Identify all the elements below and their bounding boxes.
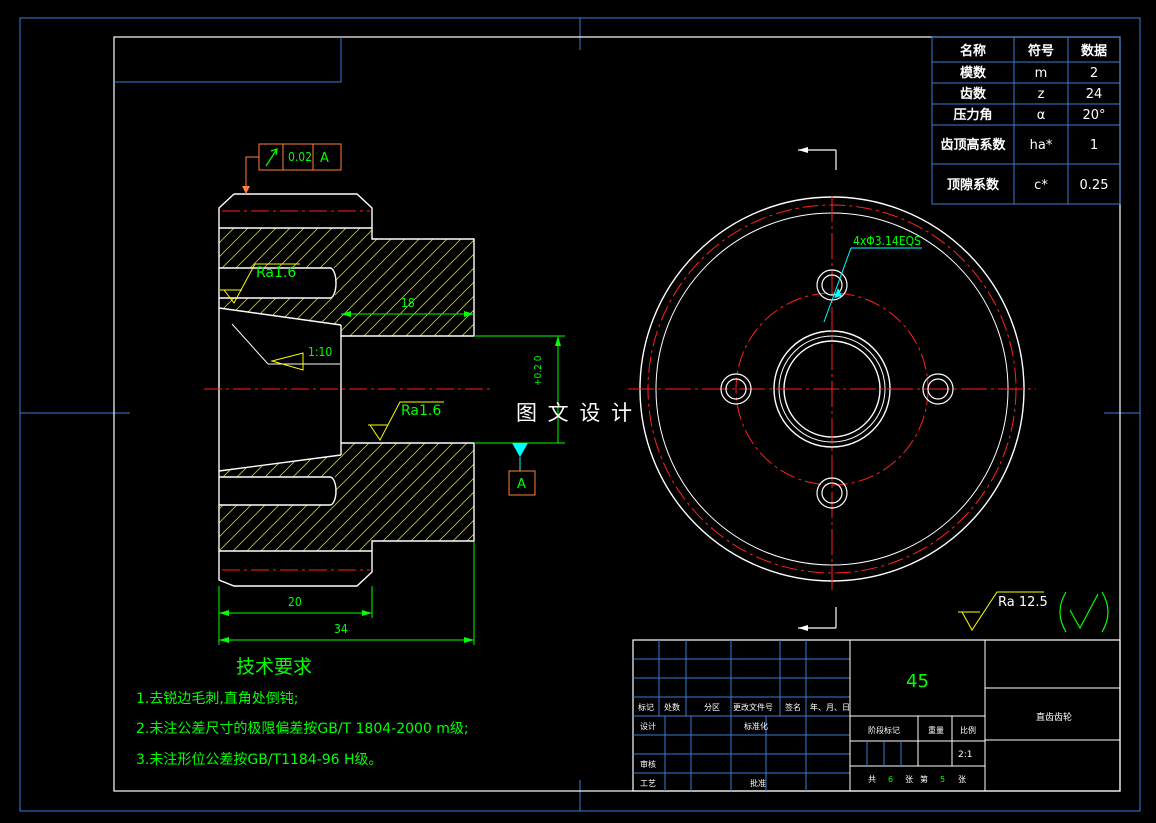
- code-box: [114, 37, 342, 83]
- label-sheet-no: 第: [920, 774, 928, 784]
- hatch-lower: [219, 443, 474, 551]
- roughness-label-upper: Ra1.6: [256, 265, 296, 281]
- table-cell: 2: [1090, 66, 1098, 81]
- label-mark: 标记: [638, 702, 654, 712]
- sheet-number: 5: [940, 775, 945, 784]
- dim-34-label: 34: [334, 622, 348, 636]
- hole-note: 4xΦ3.14EQS: [853, 234, 921, 248]
- table-cell: z: [1038, 87, 1045, 102]
- dim-20-label: 20: [288, 595, 302, 609]
- table-cell: ha*: [1030, 138, 1053, 153]
- runout-arrow-icon: [265, 148, 278, 167]
- bore-tolerance: +0.2 0: [533, 355, 544, 386]
- gear-parameter-table: 名称 符号 数据 模数 m 2 齿数 z 24 压力角 α 20° 齿顶高系数 …: [931, 36, 1121, 205]
- label-design: 设计: [640, 721, 656, 731]
- centering-marks: [20, 18, 1140, 811]
- roughness-rest-symbol: Ra 12.5: [958, 591, 1109, 633]
- label-stage: 阶段标记: [868, 725, 900, 735]
- sheets-total: 6: [888, 775, 893, 784]
- table-header-name: 名称: [960, 43, 986, 59]
- watermark-text: 图 文 设 计: [516, 401, 634, 425]
- keyway-upper: [219, 268, 335, 298]
- table-cell: 齿数: [960, 86, 987, 102]
- table-cell: 顶隙系数: [947, 177, 1000, 193]
- datum-a-marker: A: [508, 443, 536, 496]
- keyway-lower: [219, 477, 335, 505]
- runout-tolerance-frame: 0.02 A: [242, 143, 342, 194]
- dimension-18: 18: [341, 296, 474, 317]
- material-label: 45: [906, 671, 929, 692]
- label-sheet-unit: 张: [905, 775, 913, 784]
- label-sign: 签名: [785, 702, 801, 712]
- label-approve: 批准: [750, 778, 766, 788]
- taper-indicator: 1:10: [231, 323, 340, 371]
- label-sheet-unit-2: 张: [958, 775, 966, 784]
- table-header-value: 数据: [1081, 43, 1107, 59]
- table-cell: 0.25: [1080, 178, 1109, 193]
- roughness-symbol-bore: Ra1.6: [368, 401, 444, 441]
- label-weight: 重量: [928, 725, 944, 735]
- table-cell: 24: [1086, 87, 1103, 102]
- datum-a-label: A: [517, 477, 526, 492]
- table-header-symbol: 符号: [1028, 43, 1054, 59]
- scale-value: 2:1: [958, 750, 972, 760]
- dimension-20: 20: [218, 541, 475, 645]
- tech-req-item-1: 1.去锐边毛刺,直角处倒钝;: [136, 690, 299, 707]
- label-craft: 工艺: [640, 779, 656, 788]
- table-cell: m: [1035, 66, 1048, 81]
- table-cell: 齿顶高系数: [940, 137, 1006, 153]
- gear-section-view: [204, 193, 490, 587]
- tech-req-item-2: 2.未注公差尺寸的极限偏差按GB/T 1804-2000 m级;: [136, 721, 469, 737]
- hatch-upper: [219, 228, 474, 336]
- roughness-rest-label: Ra 12.5: [998, 595, 1048, 610]
- dim-18-label: 18: [401, 296, 415, 310]
- title-block: 45 直齿齿轮 2:1 标记 处数 分区 更改文件号 签名 年、月、日 设计 标…: [632, 639, 1121, 792]
- label-review: 审核: [640, 759, 656, 769]
- roughness-symbol-upper: Ra1.6: [220, 263, 300, 304]
- dimension-34: 34: [219, 622, 474, 643]
- tech-req-title: 技术要求: [236, 656, 312, 678]
- table-cell: 20°: [1082, 108, 1105, 123]
- label-std: 标准化: [744, 721, 768, 731]
- label-zone: 分区: [704, 703, 720, 712]
- tech-req-item-3: 3.未注形位公差按GB/T1184-96 H级。: [136, 752, 383, 768]
- table-cell: 1: [1090, 138, 1098, 153]
- table-cell: α: [1037, 108, 1046, 123]
- roughness-label-bore: Ra1.6: [401, 403, 441, 419]
- gear-front-view: 4xΦ3.14EQS: [628, 147, 1036, 631]
- label-sheets: 共: [868, 775, 876, 784]
- check-icon: [1069, 593, 1099, 630]
- table-cell: c*: [1034, 178, 1048, 193]
- label-ratio: 比例: [960, 725, 976, 735]
- technical-requirements: 技术要求 1.去锐边毛刺,直角处倒钝; 2.未注公差尺寸的极限偏差按GB/T 1…: [136, 656, 469, 768]
- label-date: 年、月、日: [810, 702, 850, 712]
- taper-label: 1:10: [308, 345, 332, 359]
- table-cell: 压力角: [953, 107, 992, 123]
- part-name: 直齿齿轮: [1036, 711, 1072, 723]
- drawing-frame: [113, 36, 1121, 792]
- table-cell: 模数: [960, 65, 987, 81]
- label-doc: 更改文件号: [733, 702, 773, 712]
- label-count: 处数: [664, 702, 680, 712]
- runout-datum: A: [320, 151, 329, 166]
- runout-value: 0.02: [288, 150, 312, 164]
